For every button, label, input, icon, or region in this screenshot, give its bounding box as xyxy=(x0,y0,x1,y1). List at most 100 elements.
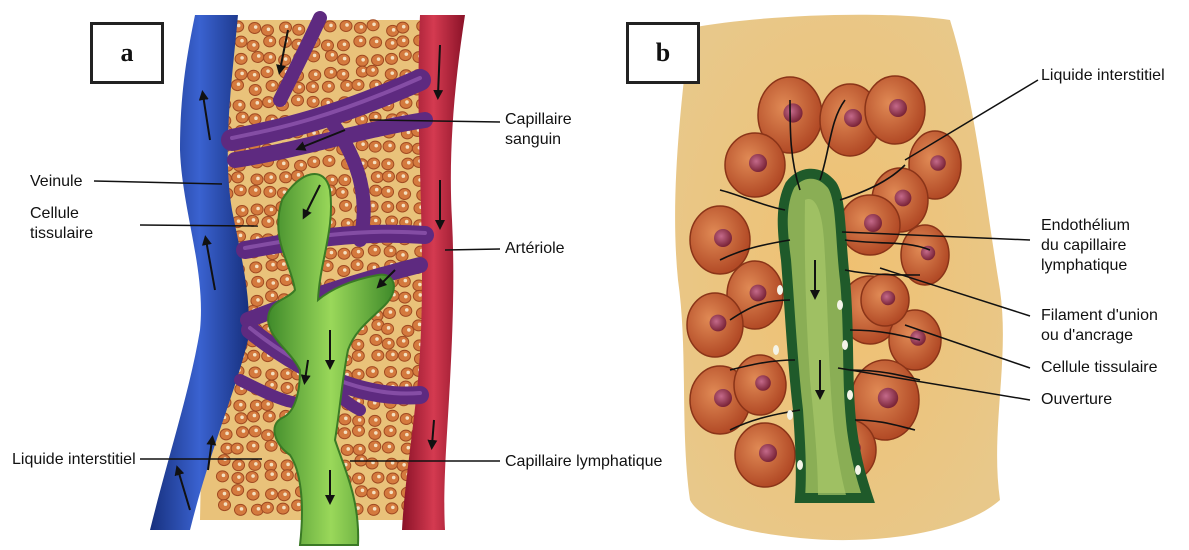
tissue-cell-nucleus xyxy=(371,204,375,208)
tissue-cell-nucleus xyxy=(374,418,378,422)
tissue-cell-nucleus xyxy=(252,218,256,222)
label-cellule-tissulaire-a: Cellule tissulaire xyxy=(30,204,93,244)
tissue-cell-nucleus xyxy=(402,339,406,343)
tissue-cell-nucleus xyxy=(313,159,317,163)
tissue-cell-nucleus xyxy=(390,369,394,373)
tissue-cell-nucleus xyxy=(237,487,241,491)
tissue-cell-nucleus xyxy=(254,370,258,374)
tissue-cell-nucleus xyxy=(404,279,408,283)
tissue-cell-nucleus xyxy=(237,475,241,479)
tissue-cell-nucleus xyxy=(271,293,275,297)
tissue-cell-nucleus xyxy=(256,101,260,105)
label-filament: Filament d'union ou d'ancrage xyxy=(1041,306,1158,346)
tissue-cell-nucleus xyxy=(371,68,375,72)
tissue-cell-nucleus xyxy=(418,323,422,327)
cell-nucleus xyxy=(759,444,777,462)
tissue-cell-nucleus xyxy=(344,417,348,421)
tissue-cell-nucleus xyxy=(285,277,289,281)
tissue-cell-nucleus xyxy=(313,54,317,58)
tissue-cell-nucleus xyxy=(242,115,246,119)
tissue-cell-nucleus xyxy=(359,39,363,43)
tissue-cell-nucleus xyxy=(344,430,348,434)
tissue-cell-nucleus xyxy=(284,57,288,61)
tissue-cell-nucleus xyxy=(391,506,395,510)
tissue-cell-nucleus xyxy=(270,383,274,387)
tissue-cell-nucleus xyxy=(405,220,409,224)
tissue-cell-nucleus xyxy=(254,25,258,29)
tissue-cell-nucleus xyxy=(256,298,260,302)
tissue-cell-nucleus xyxy=(239,234,243,238)
tissue-cell-nucleus xyxy=(389,428,393,432)
tissue-cell-nucleus xyxy=(283,492,287,496)
tissue-cell-nucleus xyxy=(253,414,257,418)
tissue-cell-nucleus xyxy=(372,23,376,27)
tissue-cell-nucleus xyxy=(256,177,260,181)
tissue-cell-nucleus xyxy=(361,58,365,62)
cell-nucleus xyxy=(844,109,862,127)
tissue-cell-nucleus xyxy=(387,161,391,165)
tissue-cell-nucleus xyxy=(269,55,273,59)
tissue-cell-nucleus xyxy=(257,279,261,283)
tissue-cell-nucleus xyxy=(328,84,332,88)
tissue-cell-nucleus xyxy=(358,447,362,451)
tissue-cell-nucleus xyxy=(297,173,301,177)
tissue-cell-nucleus xyxy=(388,445,392,449)
tissue-cell-nucleus xyxy=(343,57,347,61)
tissue-cell-nucleus xyxy=(374,431,378,435)
tissue-cell-nucleus xyxy=(254,116,258,120)
label-cellule-tissulaire-b: Cellule tissulaire xyxy=(1041,358,1158,378)
tissue-cell-nucleus xyxy=(377,174,381,178)
tissue-cell-nucleus xyxy=(253,353,257,357)
label-arteriole: Artériole xyxy=(505,239,565,259)
tissue-cell-nucleus xyxy=(372,491,376,495)
cell-nucleus xyxy=(755,375,771,391)
panel-b-badge: b xyxy=(626,22,700,84)
tissue-cell-nucleus xyxy=(238,103,242,107)
panel-a-illustration xyxy=(150,15,465,545)
tissue-cell-nucleus xyxy=(327,43,331,47)
tissue-cell-nucleus xyxy=(360,25,364,29)
tissue-cell-nucleus xyxy=(405,308,409,312)
tissue-cell-nucleus xyxy=(358,353,362,357)
tissue-cell-nucleus xyxy=(224,502,228,506)
tissue-cell-nucleus xyxy=(345,23,349,27)
tissue-cell-nucleus xyxy=(389,249,393,253)
tissue-cell-nucleus xyxy=(375,337,379,341)
tissue-cell-nucleus xyxy=(406,145,410,149)
cell-nucleus xyxy=(714,389,732,407)
cell-nucleus xyxy=(710,315,727,332)
tissue-cell-nucleus xyxy=(391,56,395,60)
tissue-cell-nucleus xyxy=(377,353,381,357)
tissue-cell-nucleus xyxy=(269,39,273,43)
tissue-cell-nucleus xyxy=(240,507,244,511)
tissue-cell-nucleus xyxy=(239,188,243,192)
tissue-cell-nucleus xyxy=(405,100,409,104)
tissue-cell-nucleus xyxy=(331,53,335,57)
tissue-cell-nucleus xyxy=(392,28,396,32)
label-liquide-interstitiel-b: Liquide interstitiel xyxy=(1041,66,1165,86)
tissue-cell-nucleus xyxy=(269,175,273,179)
tissue-cell-nucleus xyxy=(373,248,377,252)
tissue-cell-nucleus xyxy=(342,72,346,76)
tissue-cell-nucleus xyxy=(418,293,422,297)
tissue-cell-nucleus xyxy=(341,190,345,194)
tissue-cell-nucleus xyxy=(405,433,409,437)
tissue-cell-nucleus xyxy=(344,177,348,181)
tissue-cell-nucleus xyxy=(312,99,316,103)
tissue-cell-nucleus xyxy=(374,219,378,223)
tissue-cell-nucleus xyxy=(300,163,304,167)
panel-a-badge: a xyxy=(90,22,164,84)
label-capillaire-lymphatique: Capillaire lymphatique xyxy=(505,452,662,472)
tissue-cell-nucleus xyxy=(252,43,256,47)
tissue-cell-nucleus xyxy=(240,72,244,76)
label-capillaire-sanguin: Capillaire sanguin xyxy=(505,110,572,150)
panel-b-illustration xyxy=(675,15,1003,540)
label-endothelium: Endothélium du capillaire lymphatique xyxy=(1041,216,1130,276)
panel-b-letter: b xyxy=(656,38,670,68)
tissue-cell-nucleus xyxy=(270,472,274,476)
tissue-cell-nucleus xyxy=(237,82,241,86)
cell-nucleus xyxy=(783,103,802,122)
tissue-cell-nucleus xyxy=(343,43,347,47)
cell-nucleus xyxy=(864,214,882,232)
label-liquide-interstitiel-a: Liquide interstitiel xyxy=(12,450,136,470)
